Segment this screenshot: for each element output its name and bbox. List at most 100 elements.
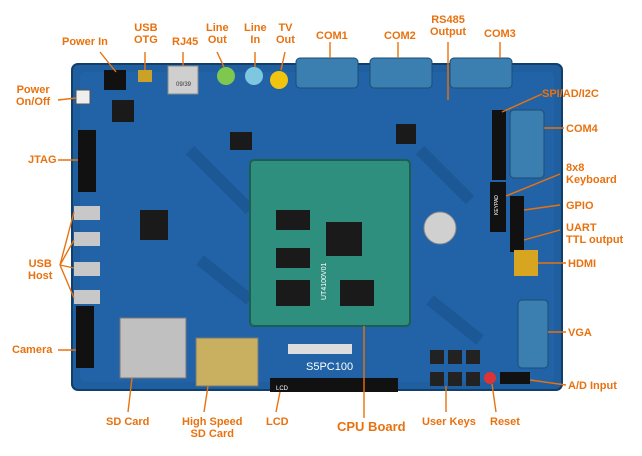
- chip-u4: [230, 132, 252, 150]
- label-usb-otg-line2: OTG: [134, 34, 158, 46]
- line-out-jack: [217, 67, 235, 85]
- label-rs485: RS485 Output: [430, 14, 466, 38]
- usb-host-port-3: [74, 262, 100, 276]
- hdmi-connector: [514, 250, 538, 276]
- label-uart: UART TTL output: [566, 222, 623, 246]
- com1-connector: [295, 57, 359, 89]
- label-power-onoff-line1: Power: [16, 84, 50, 96]
- user-key-2: [448, 350, 462, 364]
- label-jtag: JTAG: [28, 154, 57, 166]
- tv-out-jack: [270, 71, 288, 89]
- label-usb-otg: USB OTG: [134, 22, 158, 46]
- label-tv-out-line2: Out: [276, 34, 295, 46]
- sd-card-slot: [119, 317, 187, 379]
- com3-connector: [449, 57, 513, 89]
- label-com2: COM2: [384, 30, 416, 42]
- label-reset: Reset: [490, 416, 520, 428]
- usb-host-port-1: [74, 206, 100, 220]
- label-tv-out: TV Out: [276, 22, 295, 46]
- flash-chip-1: [276, 280, 310, 306]
- label-line-out-line1: Line: [206, 22, 229, 34]
- label-gpio: GPIO: [566, 200, 594, 212]
- label-com1: COM1: [316, 30, 348, 42]
- usb-otg-port: [138, 70, 152, 82]
- label-user-keys: User Keys: [422, 416, 476, 428]
- label-power-onoff-line2: On/Off: [16, 96, 51, 108]
- label-hs-sd-card-line2: SD Card: [190, 428, 234, 440]
- camera-header: [76, 306, 94, 368]
- rtc-battery: [423, 211, 457, 245]
- jtag-header: [78, 130, 96, 192]
- rj45-code: 09/39: [176, 82, 192, 88]
- lcd-header: [270, 378, 398, 392]
- lcd-silkscreen: LCD: [276, 386, 289, 392]
- label-usb-host: USB Host: [28, 258, 52, 282]
- label-keyboard-line2: Keyboard: [566, 174, 617, 186]
- memory-chip-1: [276, 210, 310, 230]
- label-keyboard: 8x8 Keyboard: [566, 162, 617, 186]
- label-usb-host-line2: Host: [28, 270, 53, 282]
- label-keyboard-line1: 8x8: [566, 162, 585, 174]
- user-key-5: [448, 372, 462, 386]
- label-ad-input: A/D Input: [568, 380, 617, 392]
- label-cpu-board: CPU Board: [337, 419, 406, 434]
- reset-button: [484, 372, 496, 384]
- hs-sd-card-slot: [195, 337, 259, 387]
- label-uart-line1: UART: [566, 222, 597, 234]
- power-jack: [104, 70, 126, 90]
- label-usb-otg-line1: USB: [134, 22, 158, 34]
- label-rs485-line2: Output: [430, 26, 467, 38]
- memory-chip-2: [276, 248, 310, 268]
- rj45-jack: [167, 65, 199, 95]
- label-line-out-line2: Out: [207, 34, 227, 46]
- label-hdmi: HDMI: [568, 258, 597, 270]
- usb-host-port-2: [74, 232, 100, 246]
- label-com4: COM4: [566, 123, 598, 135]
- user-key-3: [466, 350, 480, 364]
- label-hs-sd-card-line1: High Speed: [182, 416, 243, 428]
- cpu-silkscreen: S5PC100: [306, 361, 353, 373]
- leader-lines: [57, 42, 567, 418]
- gpio-header: [510, 196, 524, 232]
- module-silkscreen: UT4100V01: [321, 263, 328, 300]
- com4-connector: [509, 109, 545, 179]
- label-sd-card: SD Card: [106, 416, 150, 428]
- chip-u1: [112, 100, 134, 122]
- label-lcd: LCD: [266, 416, 289, 428]
- label-power-in: Power In: [62, 36, 108, 48]
- label-tv-out-line1: TV: [278, 22, 293, 34]
- uart-header: [510, 232, 524, 252]
- pcb-trace-pattern: [185, 145, 484, 345]
- label-com3: COM3: [484, 28, 516, 40]
- label-camera: Camera: [12, 344, 53, 356]
- chip-u2: [140, 210, 168, 240]
- lcd-fpc-connector: [288, 344, 352, 354]
- label-usb-host-line1: USB: [28, 258, 52, 270]
- spi-header: [492, 110, 506, 180]
- label-hs-sd-card: High Speed SD Card: [182, 416, 243, 440]
- keyboard-header: [490, 182, 506, 232]
- label-line-in: Line In: [244, 22, 267, 46]
- user-key-4: [430, 372, 444, 386]
- flash-chip-2: [340, 280, 374, 306]
- label-line-out: Line Out: [206, 22, 229, 46]
- power-switch: [75, 89, 91, 105]
- usb-host-port-4: [74, 290, 100, 304]
- label-rj45: RJ45: [172, 36, 199, 48]
- user-key-1: [430, 350, 444, 364]
- label-line-in-line2: In: [250, 34, 261, 46]
- keypad-silkscreen: KEYPAD: [494, 195, 500, 215]
- cpu-chip: [326, 222, 362, 256]
- label-vga: VGA: [568, 327, 592, 339]
- label-uart-line2: TTL output: [566, 234, 624, 246]
- vga-connector: [517, 299, 549, 369]
- label-line-in-line1: Line: [244, 22, 267, 34]
- label-spi: SPI/AD/I2C: [542, 88, 599, 100]
- ad-input-header: [500, 372, 530, 384]
- line-in-jack: [245, 67, 263, 85]
- com2-connector: [369, 57, 433, 89]
- label-power-onoff: Power On/Off: [16, 84, 50, 108]
- label-rs485-line1: RS485: [431, 14, 465, 26]
